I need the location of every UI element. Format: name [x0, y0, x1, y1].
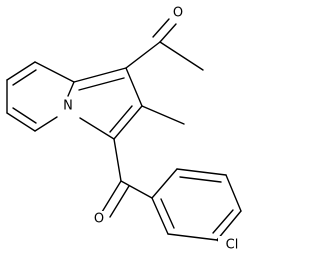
bond-lines [6, 18, 242, 245]
nitrogen-label: N [63, 99, 73, 114]
atom-labels: O N O Cl [60, 5, 245, 254]
bond-five-ring-2 [125, 67, 143, 107]
bond-benzene-2-inner [179, 176, 222, 183]
chlorine-background [218, 236, 245, 254]
bond-five-ring-4 [79, 117, 115, 140]
bond-five-ring-3 [113, 105, 143, 140]
oxygen-middle-background [91, 211, 107, 228]
chlorine-label: Cl [226, 238, 239, 253]
bond-ketone-oxygen [101, 180, 122, 213]
bond-benzene-6-inner [160, 198, 175, 229]
bond-acetyl-oxygen [159, 23, 177, 43]
bond-ring-4-inner [12, 107, 37, 124]
bond-ketone-oxygen-double [109, 185, 130, 218]
bond-ring-4 [6, 112, 36, 132]
oxygen-middle-label: O [94, 212, 104, 227]
bond-acetyl-carbonyl [125, 41, 161, 69]
bond-ring-6 [67, 81, 75, 97]
nitrogen-background [60, 98, 76, 115]
bond-ring-1 [34, 61, 75, 83]
bond-ring-methyl [141, 105, 185, 125]
oxygen-top-background [170, 5, 186, 22]
bond-benzene-4 [216, 210, 242, 241]
bond-acetyl-methyl [159, 41, 204, 71]
oxygen-top-label: O [173, 6, 183, 21]
bond-benzene-1 [151, 168, 178, 199]
bond-five-ring-1 [73, 67, 127, 83]
bond-benzene-2 [176, 168, 227, 176]
bond-benzene-6 [151, 197, 169, 235]
bond-five-ring-1-inner [78, 77, 125, 91]
chemical-structure-diagram: O N O Cl [6, 5, 245, 254]
bond-benzene-5 [167, 233, 218, 241]
bond-benzene-4-inner [212, 209, 234, 234]
bond-ring-5 [34, 116, 58, 132]
bond-acetyl-oxygen-double [152, 18, 170, 38]
bond-ring-2 [6, 61, 36, 81]
bond-five-ring-3-inner [109, 105, 133, 133]
bond-benzene-3 [225, 174, 242, 212]
bond-ring-2-inner [12, 69, 37, 86]
bond-ketone-carbon [113, 138, 122, 182]
bond-ketone-aryl [120, 180, 153, 199]
